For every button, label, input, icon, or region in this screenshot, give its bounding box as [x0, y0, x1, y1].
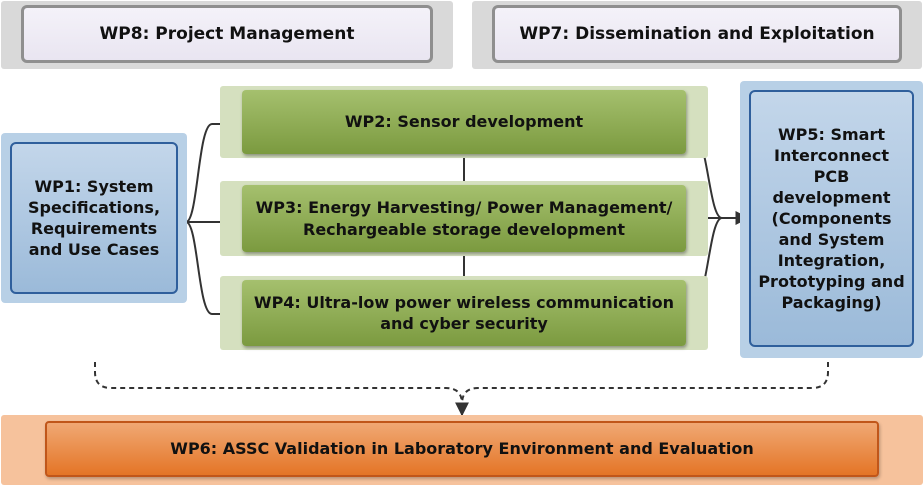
wp4-box: WP4: Ultra-low power wireless communicat… — [242, 280, 686, 346]
wp4-band: WP4: Ultra-low power wireless communicat… — [220, 276, 708, 350]
wp3-band: WP3: Energy Harvesting/ Power Management… — [220, 181, 708, 256]
wp7-band: WP7: Dissemination and Exploitation — [472, 1, 922, 69]
wp2-band: WP2: Sensor development — [220, 86, 708, 158]
wp8-box: WP8: Project Management — [21, 5, 433, 63]
wp1-box: WP1: System Specifications, Requirements… — [10, 142, 178, 294]
wp3-box: WP3: Energy Harvesting/ Power Management… — [242, 185, 686, 252]
arrow-wp1-to-wp2 — [185, 117, 242, 223]
wp8-label: WP8: Project Management — [99, 23, 355, 44]
wp7-box: WP7: Dissemination and Exploitation — [492, 5, 902, 63]
wp2-label: WP2: Sensor development — [344, 112, 584, 132]
arrow-wp1-to-wp4 — [185, 221, 242, 321]
wp6-band: WP6: ASSC Validation in Laboratory Envir… — [1, 415, 923, 485]
wp6-label: WP6: ASSC Validation in Laboratory Envir… — [170, 439, 754, 459]
wp7-label: WP7: Dissemination and Exploitation — [519, 23, 875, 44]
dashed-wp1-to-wp6 — [94, 362, 469, 417]
wp1-band: WP1: System Specifications, Requirements… — [1, 133, 187, 303]
wp8-band: WP8: Project Management — [1, 1, 453, 69]
wp6-box: WP6: ASSC Validation in Laboratory Envir… — [45, 421, 879, 477]
wp5-box: WP5: Smart Interconnect PCB development … — [749, 90, 914, 347]
wp3-label: WP3: Energy Harvesting/ Power Management… — [255, 198, 673, 239]
dashed-wp5-to-wp6 — [461, 362, 829, 405]
wp5-label: WP5: Smart Interconnect PCB development … — [758, 124, 905, 313]
wp2-box: WP2: Sensor development — [242, 90, 686, 154]
wp5-band: WP5: Smart Interconnect PCB development … — [740, 81, 923, 358]
wp4-label: WP4: Ultra-low power wireless communicat… — [253, 292, 675, 333]
wp1-label: WP1: System Specifications, Requirements… — [27, 176, 161, 260]
